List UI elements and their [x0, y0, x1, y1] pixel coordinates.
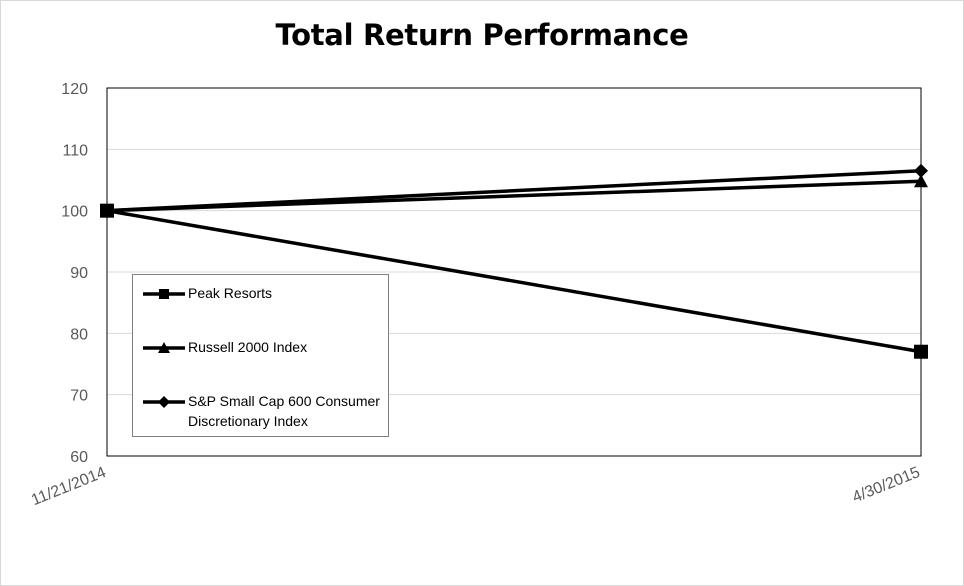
y-tick-label: 110 — [62, 142, 88, 159]
y-tick-label: 90 — [70, 265, 88, 282]
y-tick-label: 80 — [70, 326, 88, 343]
legend-label: Peak Resorts — [188, 285, 273, 301]
series-line — [106, 208, 922, 354]
x-tick-label: 4/30/2015 — [850, 464, 922, 506]
y-tick-label: 120 — [61, 81, 88, 98]
legend-swatch-diamond — [143, 396, 185, 408]
legend-label: Russell 2000 Index — [188, 339, 308, 355]
legend-swatch-triangle — [143, 342, 185, 353]
y-tick-label: 100 — [61, 204, 88, 221]
x-tick-label: 11/21/2014 — [29, 464, 109, 509]
legend-swatch-square — [143, 289, 185, 299]
chart-title: Total Return Performance — [275, 18, 689, 52]
plot-border — [106, 87, 922, 457]
y-tick-label: 70 — [70, 388, 88, 405]
y-tick-label: 60 — [70, 449, 88, 466]
chart-legend: Peak Resorts Russell 2000 Index S&P Smal… — [132, 274, 389, 437]
data-point-square — [914, 344, 928, 359]
series-line — [106, 169, 922, 213]
legend-label: S&P Small Cap 600 Consumer Discretionary… — [188, 393, 380, 429]
data-point-diamond — [100, 203, 114, 218]
data-point-triangle — [914, 174, 928, 188]
data-point-diamond — [914, 163, 928, 178]
